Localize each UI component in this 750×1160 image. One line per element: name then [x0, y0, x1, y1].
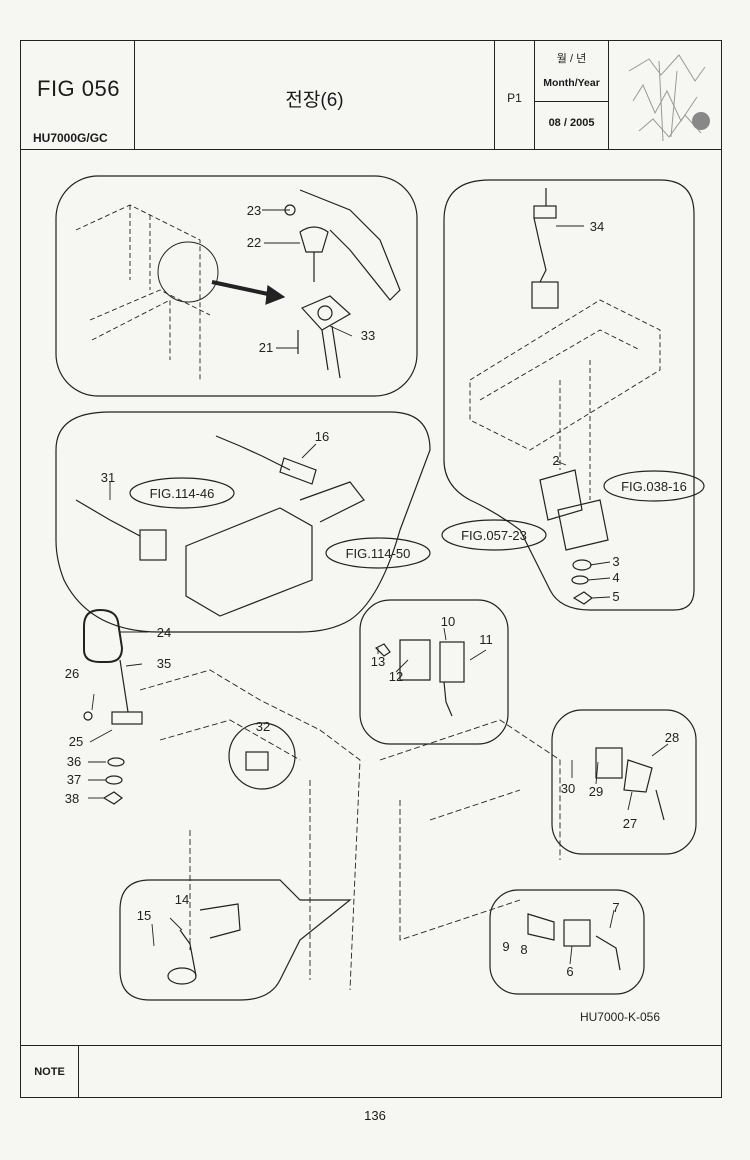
- model-number: HU7000G/GC: [33, 131, 108, 145]
- stamp-cell: [609, 41, 721, 149]
- approval-stamp-image: [628, 54, 710, 142]
- part-callout-12: 12: [389, 669, 403, 684]
- part-callout-10: 10: [441, 614, 455, 629]
- detail-bubble-4: [359, 599, 509, 745]
- part-callout-33: 33: [361, 328, 375, 343]
- part-callout-36: 36: [67, 754, 81, 769]
- header-block: FIG 056 HU7000G/GC 전장(6) P1 월 / 년 Month/…: [21, 41, 721, 150]
- figure-number: FIG 056: [37, 76, 120, 101]
- part-callout-2: 2: [552, 453, 559, 468]
- detail-bubble-5: [551, 709, 697, 855]
- part-callout-16: 16: [315, 429, 329, 444]
- part-callout-22: 22: [247, 235, 261, 250]
- part-callout-14: 14: [175, 892, 189, 907]
- reference-label-4[interactable]: FIG.038-16: [621, 479, 687, 494]
- page-title: 전장(6): [285, 90, 344, 111]
- part-callout-24: 24: [157, 625, 171, 640]
- ref-ellipse-fig-057-23: [441, 519, 547, 551]
- reference-label-3[interactable]: FIG.057-23: [461, 528, 527, 543]
- part-callout-8: 8: [520, 942, 527, 957]
- note-row: NOTE: [21, 1045, 721, 1098]
- part-callout-34: 34: [590, 219, 604, 234]
- detail-bubble-3: [55, 411, 431, 633]
- part-callout-31: 31: [101, 470, 115, 485]
- detail-bubble-1: [55, 175, 418, 397]
- fig-cell: FIG 056 HU7000G/GC: [21, 41, 135, 149]
- month-year-korean-label: 월 / 년: [556, 53, 587, 65]
- revision-date: 08 / 2005: [548, 117, 595, 129]
- page-number: 136: [364, 1108, 386, 1123]
- detail-bubble-2: [443, 179, 695, 611]
- part-callout-7: 7: [612, 900, 619, 915]
- title-cell: 전장(6): [135, 41, 495, 149]
- page-code: P1: [507, 91, 522, 105]
- part-callout-35: 35: [157, 656, 171, 671]
- drawing-code: HU7000-K-056: [580, 1010, 660, 1024]
- part-callout-28: 28: [665, 730, 679, 745]
- part-callout-26: 26: [65, 666, 79, 681]
- ref-ellipse-fig-038-16: [603, 470, 705, 502]
- part-callout-23: 23: [247, 203, 261, 218]
- detail-bubble-6: [119, 879, 352, 1001]
- part-callout-5: 5: [612, 589, 619, 604]
- part-callout-38: 38: [65, 791, 79, 806]
- reference-label-2[interactable]: FIG.114-50: [346, 546, 411, 561]
- part-callout-6: 6: [566, 964, 573, 979]
- month-year-label: Month/Year: [543, 77, 600, 89]
- part-callout-9: 9: [502, 939, 509, 954]
- detail-bubble-7: [489, 889, 645, 995]
- reference-label-1[interactable]: FIG.114-46: [150, 486, 215, 501]
- part-callout-15: 15: [137, 908, 151, 923]
- part-callout-29: 29: [589, 784, 603, 799]
- part-callout-4: 4: [612, 570, 619, 585]
- part-callout-25: 25: [69, 734, 83, 749]
- ref-ellipse-fig-114-50: [325, 537, 431, 569]
- part-callout-37: 37: [67, 772, 81, 787]
- page-cell: P1: [495, 41, 535, 149]
- note-label: NOTE: [21, 1046, 79, 1098]
- ref-ellipse-fig-114-46: [129, 477, 235, 509]
- part-callout-13: 13: [371, 654, 385, 669]
- part-callout-27: 27: [623, 816, 637, 831]
- divider: [535, 101, 608, 102]
- part-callout-21: 21: [259, 340, 273, 355]
- part-callout-11: 11: [479, 632, 493, 647]
- part-callout-3: 3: [612, 554, 619, 569]
- month-year-cell: 월 / 년 Month/Year 08 / 2005: [535, 41, 609, 149]
- part-callout-30: 30: [561, 781, 575, 796]
- parts-catalog-frame: FIG 056 HU7000G/GC 전장(6) P1 월 / 년 Month/…: [20, 40, 722, 1098]
- part-callout-32: 32: [256, 719, 270, 734]
